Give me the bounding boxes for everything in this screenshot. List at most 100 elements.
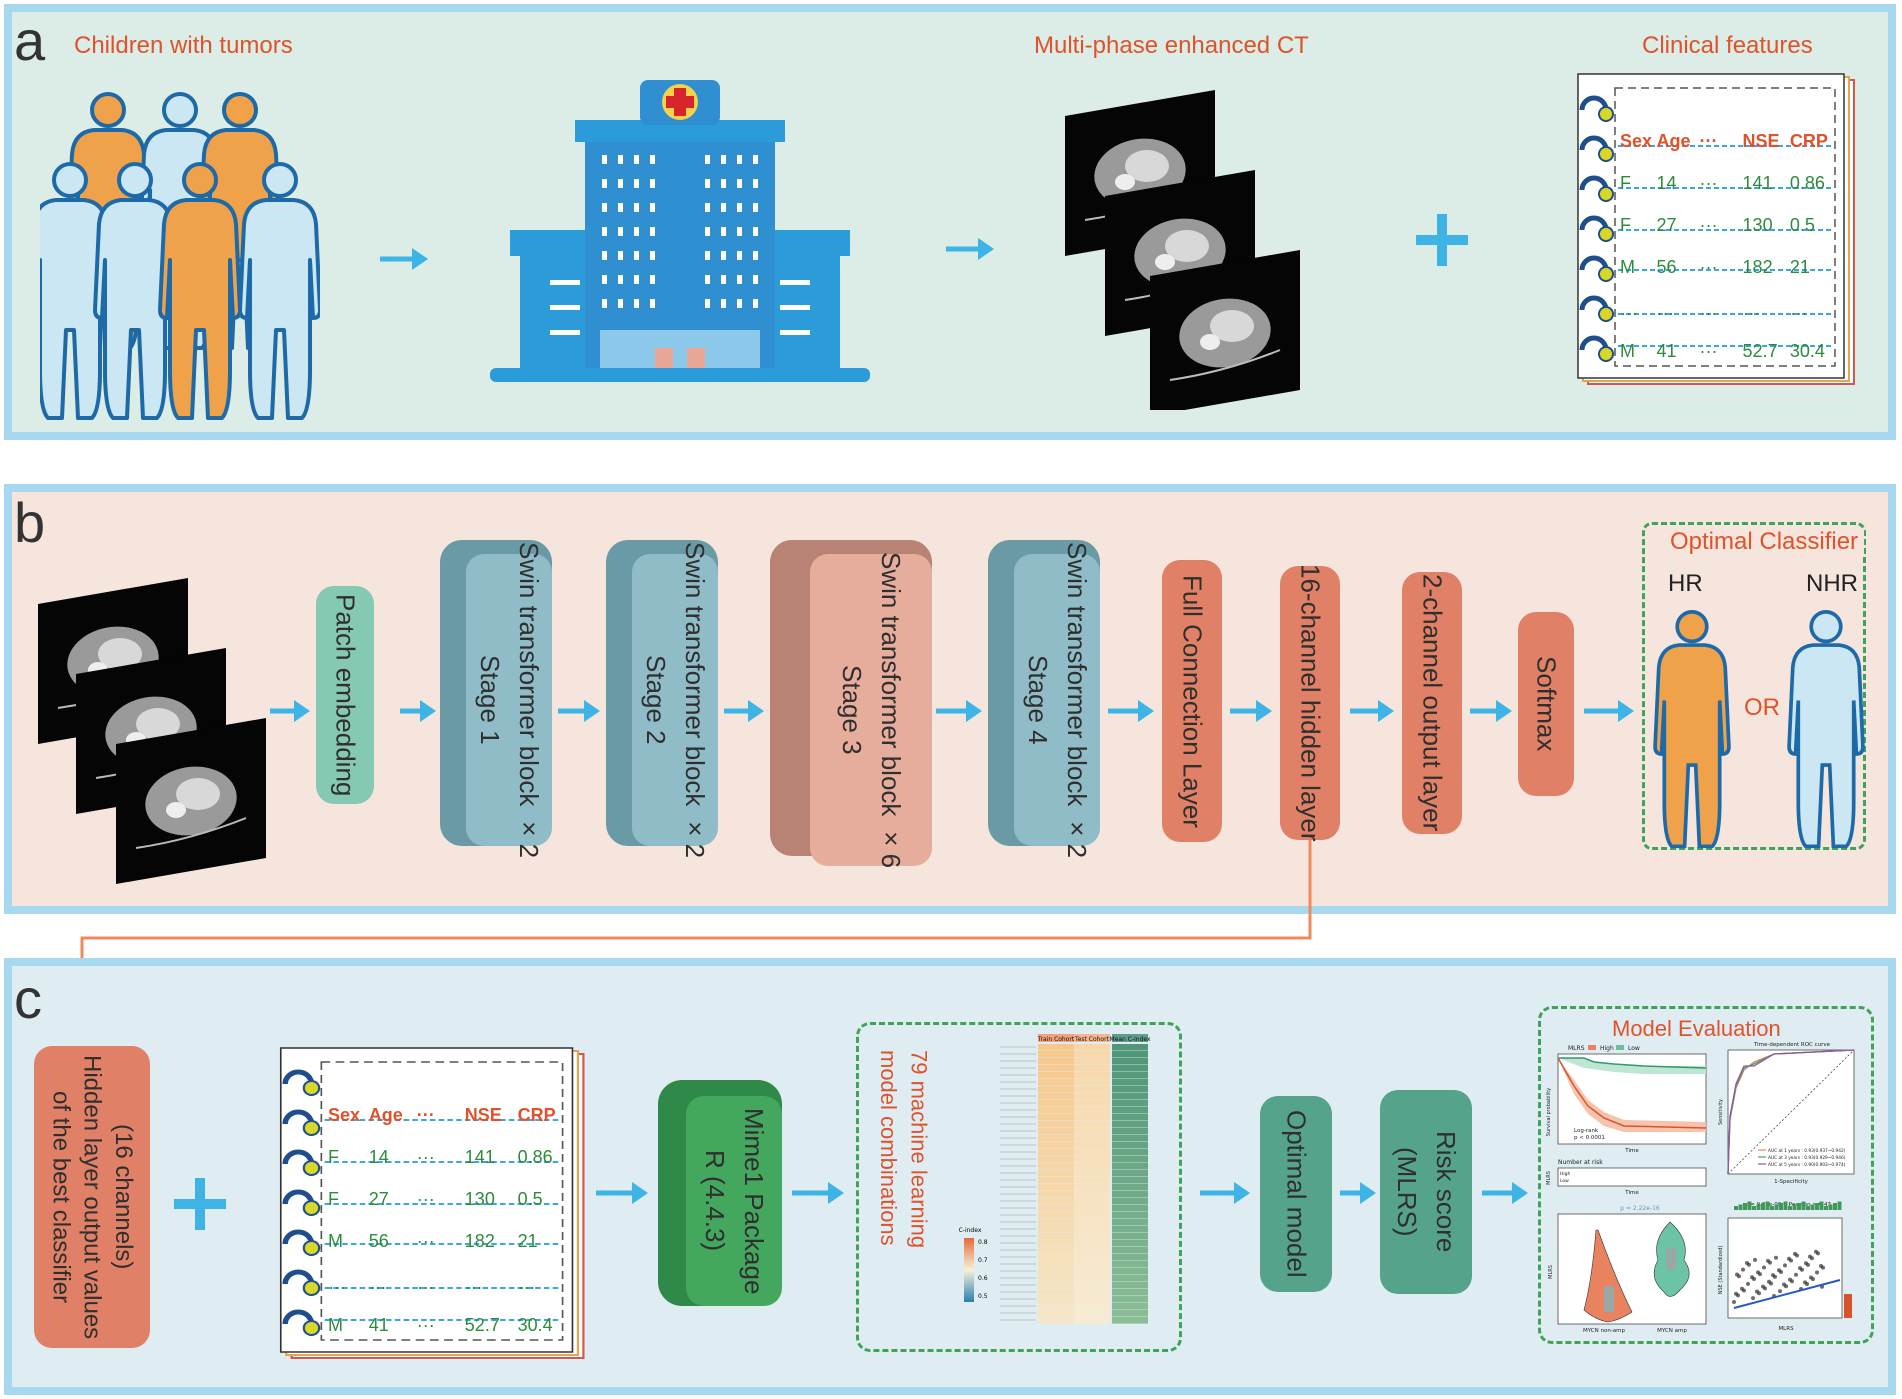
table-cell: 27: [1656, 214, 1677, 235]
heat-cell: [1038, 1303, 1074, 1310]
scatter-marginal-bar: [1743, 1203, 1747, 1210]
heat-cell: [1074, 1121, 1110, 1128]
heat-cell: [1038, 1100, 1074, 1107]
stage3-label: Swin transformer block ×6 Stage 3: [837, 551, 906, 869]
roc-legend-item: AUC at 5 years : 0.90(0.903~0.974): [1768, 1162, 1846, 1168]
heat-legend-tick: 0.8: [978, 1239, 988, 1246]
notebook-icon: [1577, 73, 1855, 385]
heat-cell: [1074, 1191, 1110, 1198]
km-ylabel: Survival probability: [1546, 1088, 1552, 1136]
heat-cell: [1038, 1114, 1074, 1121]
heat-cell: [1038, 1072, 1074, 1079]
heat-cell: [1074, 1289, 1110, 1296]
arrow-icon: [1200, 1182, 1250, 1204]
km-risk-low: Low: [1560, 1178, 1569, 1184]
panel-a-label: a: [14, 9, 46, 72]
arrow-icon: [1584, 700, 1634, 722]
heat-cell: [1038, 1142, 1074, 1149]
km-legend-low-swatch: [1616, 1045, 1624, 1050]
heat-cell: [1038, 1170, 1074, 1177]
heat-cell: [1038, 1233, 1074, 1240]
heat-cell: [1074, 1268, 1110, 1275]
violin-cat: MYCN non-amp: [1583, 1328, 1626, 1334]
arrow-icon: [946, 238, 994, 260]
scatter-marginal-bar: [1779, 1203, 1783, 1210]
roc-legend-item: AUC at 3 years : 0.93(0.929~0.946): [1768, 1155, 1846, 1161]
heat-cell: [1074, 1051, 1110, 1058]
heat-cell: [1074, 1261, 1110, 1268]
heat-header-bg: [1038, 1034, 1074, 1042]
scatter-xlabel: MLRS: [1778, 1326, 1794, 1332]
ml-combos-label: 79 machine learning model combinations: [875, 1050, 932, 1249]
heat-cell: [1038, 1254, 1074, 1261]
scatter-marginal-bar: [1828, 1204, 1833, 1210]
table-cell: M: [1620, 340, 1635, 361]
scatter-point: [1808, 1254, 1812, 1259]
model-eval-title: Model Evaluation: [1612, 1016, 1781, 1041]
scatter-marginal-bar: [1756, 1204, 1761, 1210]
heat-cell: [1038, 1177, 1074, 1184]
heat-cell: [1112, 1289, 1148, 1296]
table-cell: M: [1620, 256, 1635, 277]
scatter-regression: [1733, 1279, 1841, 1309]
table-cell: ···: [416, 1230, 435, 1251]
heat-cell: [1074, 1128, 1110, 1135]
clinical-title: Clinical features: [1642, 32, 1813, 59]
km-high-ci: [1558, 1058, 1706, 1132]
scatter-marginal-bar: [1833, 1203, 1837, 1210]
table-cell: 0.86: [517, 1146, 553, 1167]
heat-cell: [1074, 1170, 1110, 1177]
heat-cell: [1112, 1240, 1148, 1247]
heat-cell: [1112, 1065, 1148, 1072]
table-cell: 52.7: [464, 1314, 500, 1335]
patch-embedding-label: Patch embedding: [330, 593, 361, 797]
patch-embedding-box: Patch embedding: [316, 586, 374, 804]
heat-legend-bar: [964, 1238, 974, 1302]
scatter-point: [1771, 1273, 1775, 1278]
heat-cell: [1074, 1114, 1110, 1121]
table-cell: 41: [1656, 340, 1677, 361]
table-cell: M: [328, 1314, 343, 1335]
heat-cell: [1112, 1044, 1148, 1051]
heat-cell: [1112, 1079, 1148, 1086]
scatter-point: [1762, 1265, 1766, 1270]
scatter-point: [1761, 1284, 1765, 1289]
heat-cell: [1112, 1163, 1148, 1170]
km-risk-high: High: [1560, 1171, 1570, 1177]
heat-cell: [1112, 1191, 1148, 1198]
table-cell: 56: [368, 1230, 389, 1251]
scatter-point: [1787, 1256, 1791, 1261]
heat-cell: [1038, 1198, 1074, 1205]
table-cell: …: [1789, 298, 1808, 319]
heat-cell: [1074, 1212, 1110, 1219]
scatter-point: [1819, 1263, 1823, 1268]
scatter-point: [1815, 1270, 1819, 1275]
table-cell: 52.7: [1742, 340, 1778, 361]
heat-legend-tick: 0.6: [978, 1275, 988, 1282]
stage2-block: Swin transformer block ×2 Stage 2: [606, 540, 718, 858]
heat-cell: [1038, 1205, 1074, 1212]
heat-cell: [1074, 1058, 1110, 1065]
heat-cell: [1038, 1240, 1074, 1247]
table-cell: 30.4: [1789, 340, 1825, 361]
table-row: ……………: [328, 1262, 568, 1304]
heat-cell: [1074, 1072, 1110, 1079]
table-header-cell: CRP: [517, 1104, 556, 1125]
heat-cell: [1074, 1163, 1110, 1170]
scatter-marginal-bar: [1738, 1204, 1743, 1210]
scatter-marginal-bar: [1765, 1201, 1770, 1210]
mime-package-label: Mime1 Package R (4.4.3): [700, 1107, 769, 1295]
km-legend-low: Low: [1628, 1045, 1640, 1052]
km-legend-high: High: [1600, 1045, 1614, 1052]
arrow-icon: [792, 1182, 844, 1204]
scatter-point: [1814, 1249, 1818, 1254]
heat-cell: [1074, 1100, 1110, 1107]
stage1-label: Swin transformer block ×2 Stage 1: [475, 541, 544, 859]
mime-package-block: Mime1 Package R (4.4.3): [658, 1080, 782, 1306]
table-cell: …: [1699, 298, 1718, 319]
heat-cell: [1038, 1163, 1074, 1170]
